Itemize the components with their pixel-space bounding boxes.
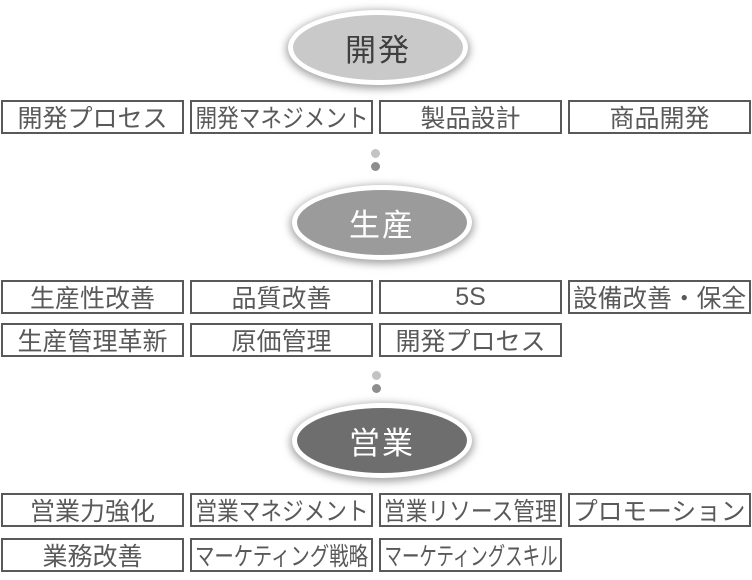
topic-box-label: プロモーション [573,498,746,526]
topic-box-label: マーケティングスキル [384,543,558,571]
topic-box-label: 業務改善 [42,543,143,571]
topic-box-label: 品質改善 [231,285,332,313]
topic-box: 営業力強化 [1,493,184,527]
topic-box: 設備改善・保全 [568,280,751,314]
production-topics-row-1: 生産性改善 品質改善 5S 設備改善・保全 [1,280,751,314]
topic-box: 原価管理 [190,323,373,357]
topic-box-label: 製品設計 [420,105,521,133]
topic-box-label: 営業リソース管理 [384,498,557,526]
production-topics-row-2: 生産管理革新 原価管理 開発プロセス [1,323,751,357]
connector-dot-dark [372,384,381,393]
production-ellipse: 生産 [292,185,472,260]
sales-topics-row-1: 営業力強化 営業マネジメント 営業リソース管理 プロモーション [1,493,751,527]
topic-box: 業務改善 [1,538,184,572]
development-ellipse-label: 開発 [345,33,411,68]
topic-box: 5S [379,280,562,314]
topic-box: 生産性改善 [1,280,184,314]
connector-dot-light [372,371,381,380]
development-topics-row: 開発プロセス 開発マネジメント 製品設計 商品開発 [1,100,751,134]
topic-box: 営業マネジメント [190,493,373,527]
sales-ellipse: 営業 [292,403,472,478]
topic-box-label: 生産管理革新 [17,328,168,356]
development-ellipse: 開発 [288,10,468,85]
topic-box: 製品設計 [379,100,562,134]
topic-box: マーケティングスキル [379,538,562,572]
topic-box-label: 5S [455,282,486,311]
topic-box-label: 開発マネジメント [195,105,369,133]
topic-box: プロモーション [568,493,751,527]
topic-box: マーケティング戦略 [190,538,373,572]
topic-box-label: 設備改善・保全 [572,285,746,313]
sales-ellipse-label: 営業 [349,426,415,461]
topic-box-label: 生産性改善 [29,285,155,313]
connector-dot-dark [371,162,380,171]
topic-box: 生産管理革新 [1,323,184,357]
topic-box: 品質改善 [190,280,373,314]
topic-box-label: 商品開発 [609,105,710,133]
topic-box: 開発プロセス [379,323,562,357]
production-ellipse-label: 生産 [349,208,415,243]
topic-box: 営業リソース管理 [379,493,562,527]
topic-box-label: 開発プロセス [17,105,168,133]
topic-box: 開発マネジメント [190,100,373,134]
topic-box-label: 開発プロセス [395,328,546,356]
sales-topics-row-2: 業務改善 マーケティング戦略 マーケティングスキル [1,538,751,572]
topic-box-label: 営業力強化 [29,498,155,526]
topic-box-label: マーケティング戦略 [195,543,369,571]
topic-box-label: 原価管理 [231,328,332,356]
topic-box-label: 営業マネジメント [195,498,369,526]
topic-box: 商品開発 [568,100,751,134]
connector-dot-light [371,149,380,158]
topic-box: 開発プロセス [1,100,184,134]
